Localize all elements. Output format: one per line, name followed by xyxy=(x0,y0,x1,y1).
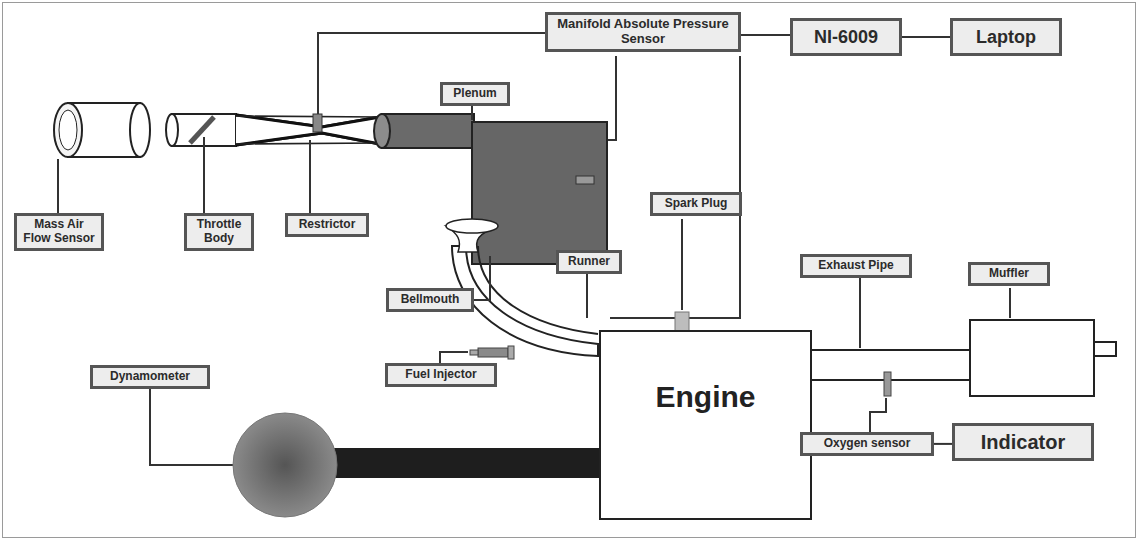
oxygen-sensor-part xyxy=(884,372,891,396)
dynamometer-drum xyxy=(233,413,337,517)
engine-block: Engine xyxy=(599,330,812,520)
part-label: Exhaust Pipe xyxy=(800,254,912,278)
throttle-body xyxy=(166,114,236,146)
pressure-tap xyxy=(576,176,594,184)
part-label: Restrictor xyxy=(285,213,369,237)
label-text: Manifold Absolute Pressure Sensor xyxy=(553,17,733,47)
label-text: Plenum xyxy=(453,87,496,101)
leader-line xyxy=(58,106,1010,465)
part-label: Throttle Body xyxy=(184,213,254,251)
label-text: Engine xyxy=(655,380,755,415)
signal-wire xyxy=(741,34,790,36)
label-text: Fuel Injector xyxy=(405,368,476,382)
restrictor xyxy=(236,115,380,145)
label-text: Laptop xyxy=(976,27,1036,48)
label-text: Mass Air Flow Sensor xyxy=(22,218,96,246)
label-text: Dynamometer xyxy=(110,370,190,384)
tailpipe xyxy=(1094,342,1116,356)
muffler-part xyxy=(970,320,1094,396)
label-text: Bellmouth xyxy=(401,293,460,307)
pressure-tap xyxy=(313,114,322,132)
label-text: Restrictor xyxy=(299,218,356,232)
label-text: Throttle Body xyxy=(192,218,246,246)
part-label: Muffler xyxy=(968,262,1050,286)
intake-pipe xyxy=(374,114,474,148)
mass-air-flow-sensor xyxy=(54,103,150,157)
part-label: Mass Air Flow Sensor xyxy=(14,213,104,251)
label-text: Muffler xyxy=(989,267,1029,281)
part-label: Bellmouth xyxy=(386,288,474,312)
sensor-box: Manifold Absolute Pressure Sensor xyxy=(545,12,741,52)
plenum-chamber xyxy=(472,122,607,264)
label-text: Exhaust Pipe xyxy=(818,259,893,273)
part-label: Plenum xyxy=(440,82,510,106)
part-label: Oxygen sensor xyxy=(800,432,934,456)
label-text: Runner xyxy=(568,255,610,269)
sensor-wire xyxy=(318,33,740,318)
bellmouth-shape xyxy=(446,219,498,233)
part-label: Runner xyxy=(556,250,622,274)
leader-line xyxy=(681,219,683,310)
computer-box: Laptop xyxy=(950,18,1062,56)
label-text: Spark Plug xyxy=(665,197,728,211)
daq-box: NI-6009 xyxy=(790,18,902,56)
label-text: Oxygen sensor xyxy=(824,437,911,451)
part-label: Fuel Injector xyxy=(385,363,497,387)
signal-wire xyxy=(902,36,950,38)
label-text: NI-6009 xyxy=(814,27,878,48)
display-box: Indicator xyxy=(952,423,1094,461)
part-label: Spark Plug xyxy=(650,192,742,216)
part-label: Dynamometer xyxy=(90,365,210,389)
fuel-injector-part xyxy=(470,346,514,359)
signal-wire xyxy=(934,443,952,445)
dyno-shaft xyxy=(325,448,599,478)
label-text: Indicator xyxy=(981,431,1065,454)
